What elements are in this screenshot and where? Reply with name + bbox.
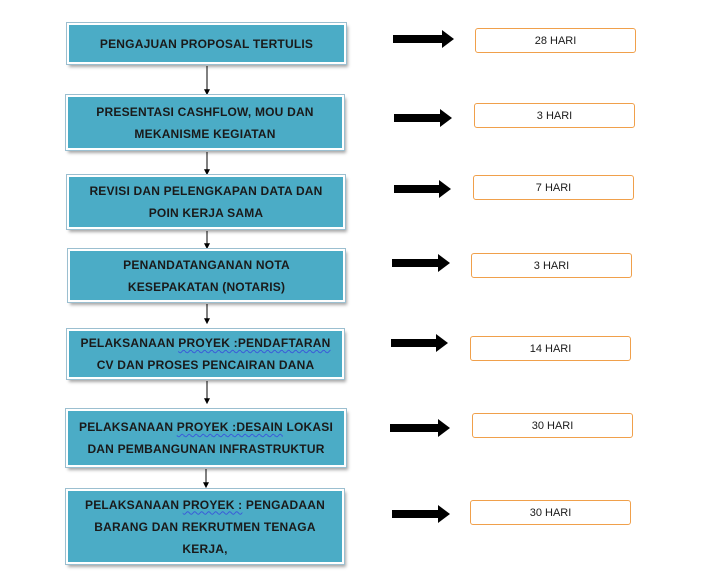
step-label-7: PELAKSANAAN PROYEK : PENGADAAN BARANG DA…	[84, 497, 326, 556]
duration-label-6: 30 HARI	[531, 419, 574, 432]
step-box-2: PRESENTASI CASHFLOW, MOU DAN MEKANISME K…	[65, 94, 345, 151]
right-arrow-icon-7	[392, 505, 450, 523]
duration-box-2: 3 HARI	[474, 103, 635, 128]
duration-box-1: 28 HARI	[475, 28, 636, 53]
right-arrow-icon-6	[390, 419, 450, 437]
step-label-4: PENANDATANGANAN NOTA KESEPAKATAN (NOTARI…	[123, 257, 290, 294]
duration-label-2: 3 HARI	[536, 109, 573, 122]
duration-label-1: 28 HARI	[534, 34, 577, 47]
right-arrow-icon-3	[394, 180, 451, 198]
right-arrow-icon-5	[391, 334, 448, 352]
step-label-5: PELAKSANAAN PROYEK :PENDAFTARAN CV DAN P…	[80, 336, 331, 372]
duration-box-5: 14 HARI	[470, 336, 631, 361]
step-box-6: PELAKSANAAN PROYEK :DESAIN LOKASI DAN PE…	[65, 408, 347, 468]
step-box-4: PENANDATANGANAN NOTA KESEPAKATAN (NOTARI…	[67, 248, 346, 303]
duration-box-6: 30 HARI	[472, 413, 633, 438]
duration-label-5: 14 HARI	[529, 342, 572, 355]
step-box-1: PENGAJUAN PROPOSAL TERTULIS	[66, 22, 347, 65]
duration-box-3: 7 HARI	[473, 175, 634, 200]
step-label-6: PELAKSANAAN PROYEK :DESAIN LOKASI DAN PE…	[79, 420, 333, 456]
right-arrow-icon-4	[392, 254, 450, 272]
duration-label-4: 3 HARI	[533, 259, 570, 272]
step-label-2: PRESENTASI CASHFLOW, MOU DAN MEKANISME K…	[96, 104, 314, 141]
step-box-3: REVISI DAN PELENGKAPAN DATA DAN POIN KER…	[66, 174, 346, 230]
step-label-1: PENGAJUAN PROPOSAL TERTULIS	[99, 36, 314, 51]
duration-label-7: 30 HARI	[529, 506, 572, 519]
step-box-5: PELAKSANAAN PROYEK :PENDAFTARAN CV DAN P…	[66, 328, 345, 380]
duration-box-4: 3 HARI	[471, 253, 632, 278]
step-box-7: PELAKSANAAN PROYEK : PENGADAAN BARANG DA…	[65, 488, 345, 565]
right-arrow-icon-1	[393, 30, 454, 48]
right-arrow-icon-2	[394, 109, 452, 127]
duration-box-7: 30 HARI	[470, 500, 631, 525]
duration-label-3: 7 HARI	[535, 181, 572, 194]
step-label-3: REVISI DAN PELENGKAPAN DATA DAN POIN KER…	[89, 184, 323, 220]
